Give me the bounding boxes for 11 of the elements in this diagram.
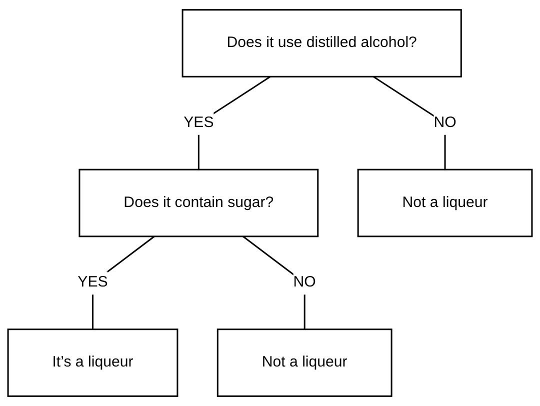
- edge-label: YES: [184, 114, 214, 131]
- node-box: Does it contain sugar?: [78, 168, 319, 238]
- node-box: Not a liqueur: [357, 168, 533, 238]
- edge-label: NO: [434, 114, 456, 131]
- node-box: Does it use distilled alcohol?: [182, 9, 462, 78]
- node-box: It’s a liqueur: [7, 328, 178, 397]
- edge-label: NO: [293, 274, 316, 291]
- connector: [372, 76, 446, 170]
- edge-label: YES: [78, 274, 108, 291]
- node-box: Not a liqueur: [216, 328, 392, 397]
- connector: [242, 236, 306, 330]
